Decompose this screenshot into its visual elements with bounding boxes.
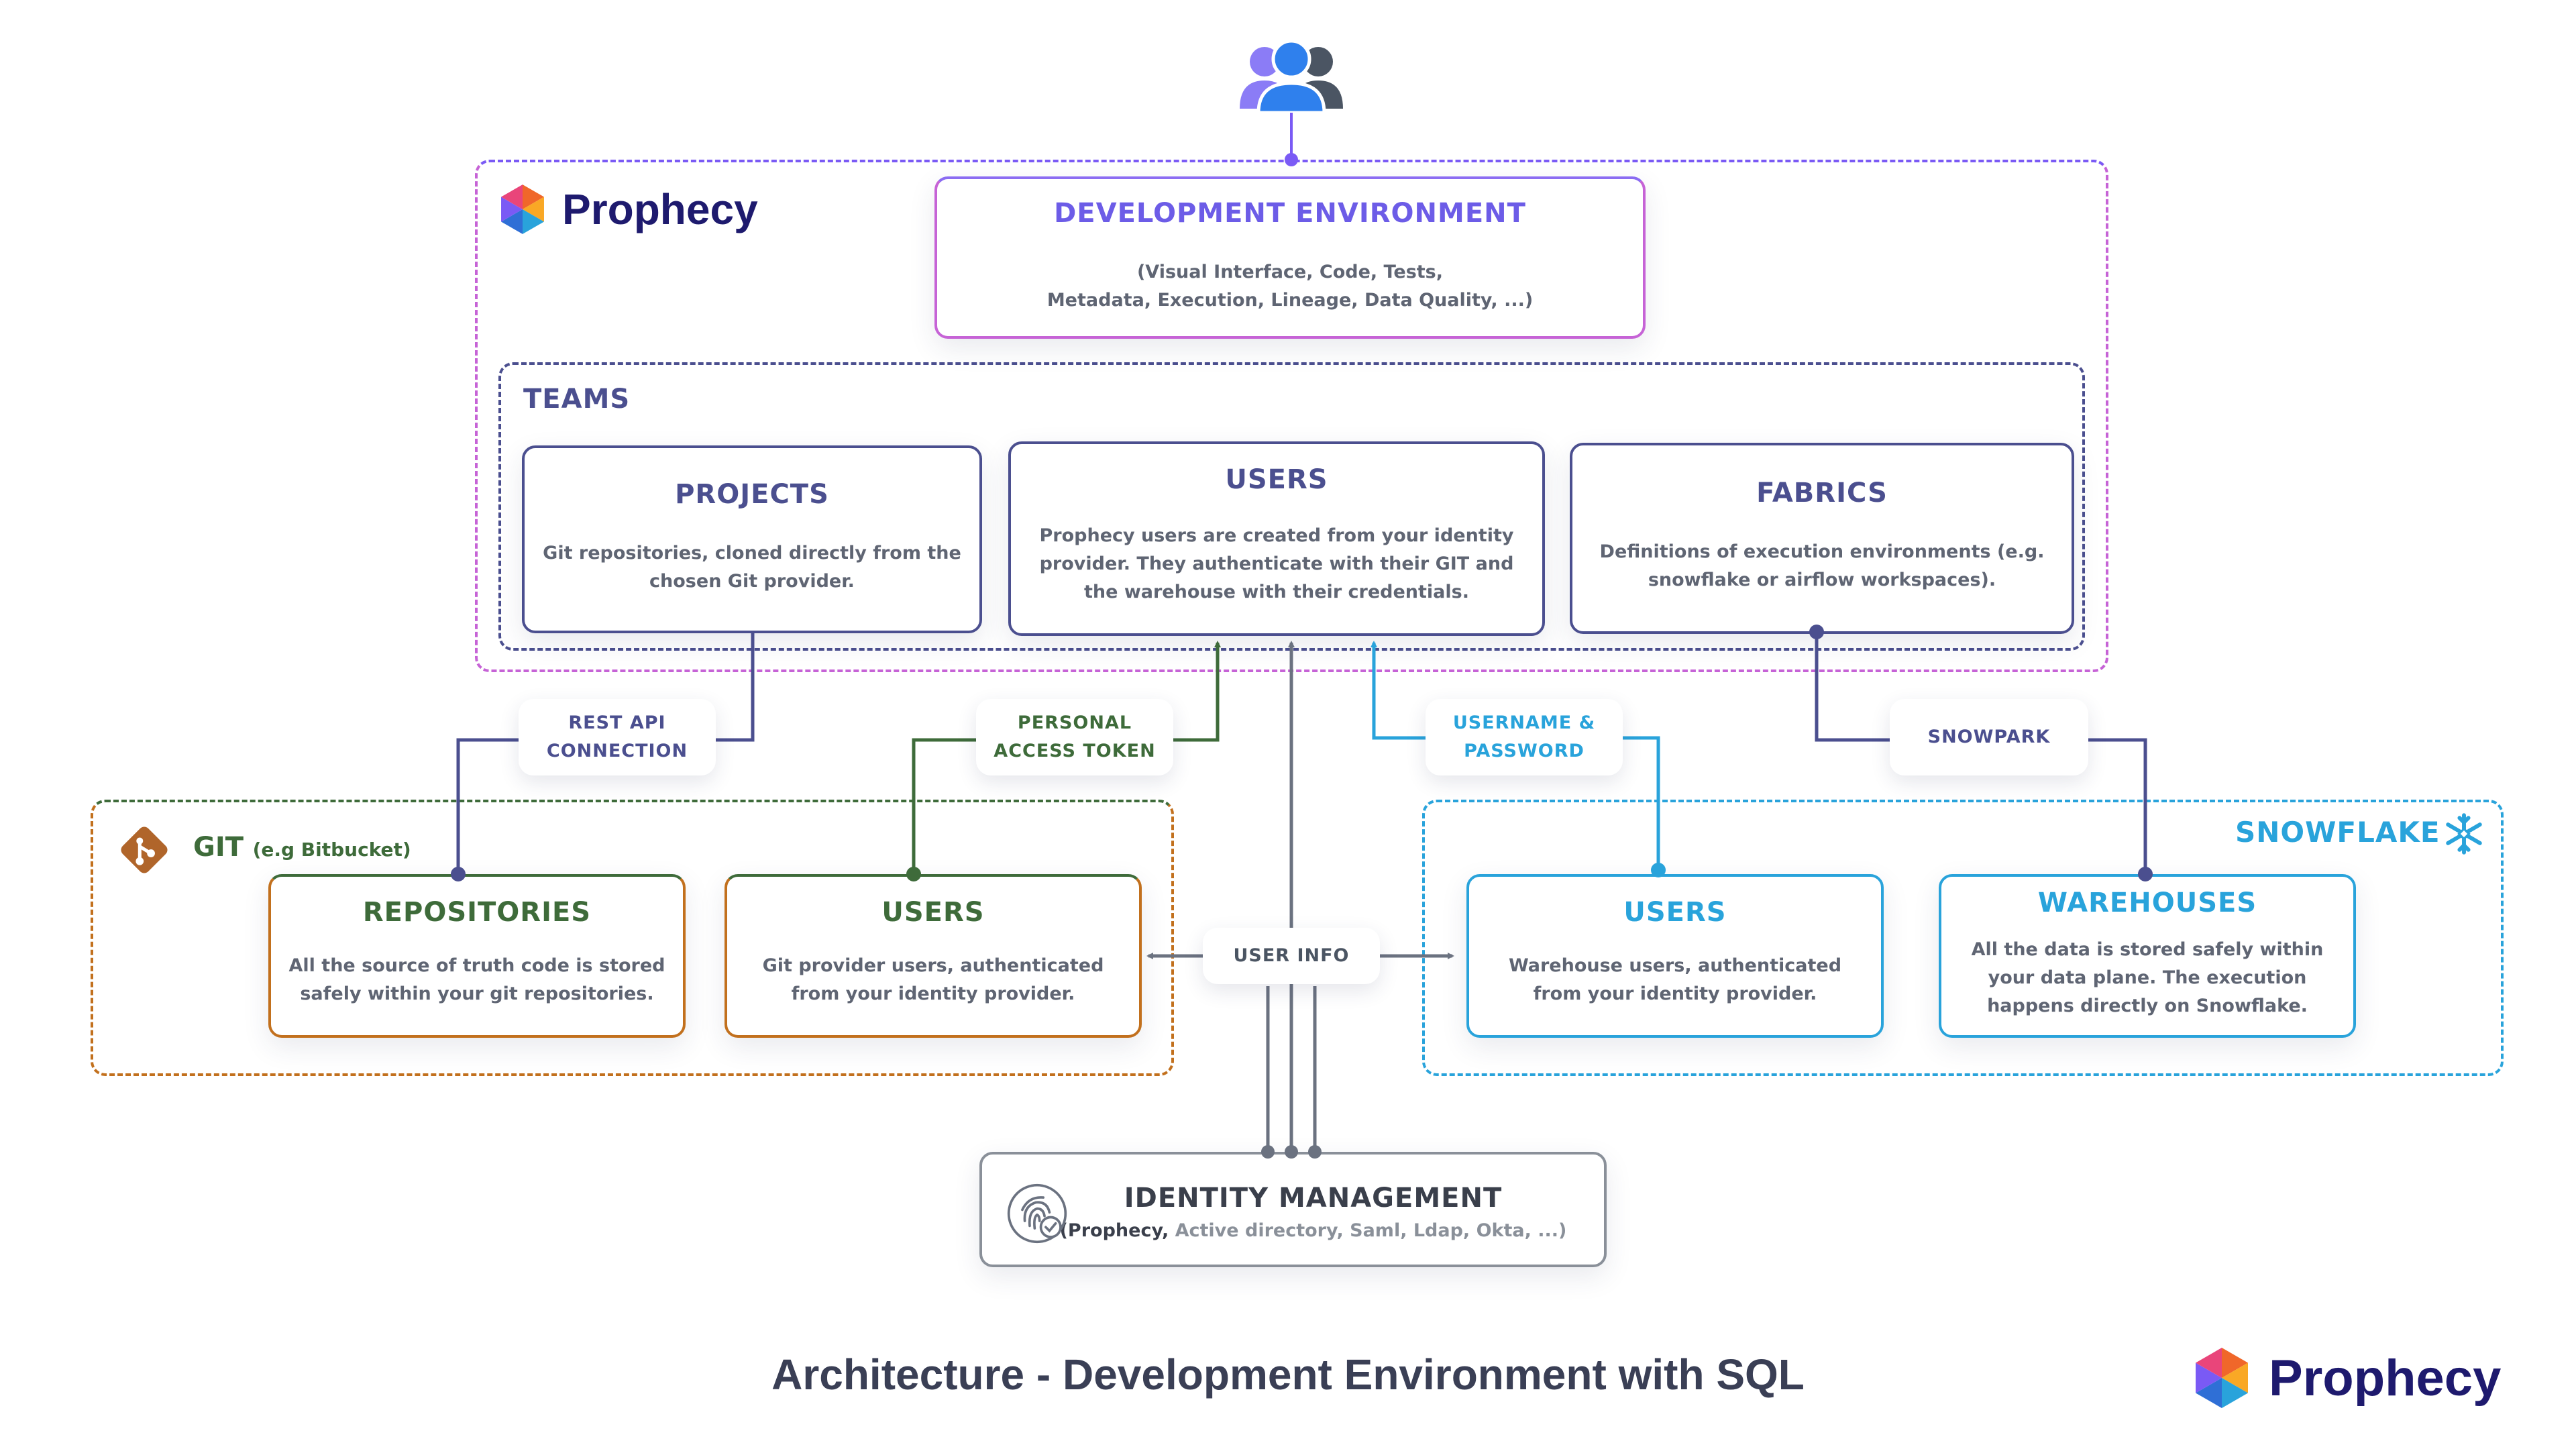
dev-env-desc-line1: (Visual Interface, Code, Tests, xyxy=(1136,262,1444,282)
personal-access-token-pill: PERSONAL ACCESS TOKEN xyxy=(976,699,1173,775)
fabrics-card: FABRICS Definitions of execution environ… xyxy=(1570,443,2074,634)
snowflake-logo-icon xyxy=(2446,813,2482,855)
username-password-pill: USERNAME & PASSWORD xyxy=(1426,699,1623,775)
wire-dot xyxy=(1308,1145,1322,1159)
rest-api-connection-pill: REST API CONNECTION xyxy=(519,699,716,775)
git-users-desc-line1: Git provider users, authenticated xyxy=(762,955,1104,976)
git-zone xyxy=(91,800,1174,1076)
teams-title: TEAMS xyxy=(523,384,631,415)
prophecy-users-desc-line3: the warehouse with their credentials. xyxy=(1083,582,1469,602)
prophecy-users-desc-line1: Prophecy users are created from your ide… xyxy=(1039,525,1514,546)
prophecy-users-title: USERS xyxy=(1225,464,1328,495)
wire-dot xyxy=(1285,1145,1298,1159)
identity-title: IDENTITY MANAGEMENT xyxy=(1124,1183,1503,1214)
pat-line2: ACCESS TOKEN xyxy=(994,741,1156,761)
wire-dot xyxy=(906,867,921,881)
projects-card: PROJECTS Git repositories, cloned direct… xyxy=(522,445,982,633)
dev-env-title: DEVELOPMENT ENVIRONMENT xyxy=(1054,198,1526,229)
prophecy-logo-icon xyxy=(501,184,544,234)
git-users-card: USERS Git provider users, authenticated … xyxy=(724,874,1142,1038)
repositories-desc-line1: All the source of truth code is stored xyxy=(288,955,665,976)
prophecy-users-card: USERS Prophecy users are created from yo… xyxy=(1008,441,1545,636)
projects-desc-line1: Git repositories, cloned directly from t… xyxy=(543,543,961,564)
development-environment-card: DEVELOPMENT ENVIRONMENT (Visual Interfac… xyxy=(934,176,1646,339)
snowflake-title: SNOWFLAKE xyxy=(2235,816,2440,849)
wire-dot xyxy=(451,867,466,881)
warehouses-title: WAREHOUSES xyxy=(2037,888,2257,918)
fabrics-desc-line1: Definitions of execution environments (e… xyxy=(1599,541,2045,562)
git-title: GIT (e.g Bitbucket) xyxy=(193,832,411,863)
fabrics-title: FABRICS xyxy=(1756,478,1888,508)
projects-desc-line2: chosen Git provider. xyxy=(649,571,855,592)
repositories-card: REPOSITORIES All the source of truth cod… xyxy=(268,874,686,1038)
userpass-line2: PASSWORD xyxy=(1464,741,1585,761)
rest-api-line2: CONNECTION xyxy=(546,741,688,761)
warehouses-desc-line2: your data plane. The execution xyxy=(1988,967,2307,988)
footer-brand-name: Prophecy xyxy=(2269,1349,2502,1407)
warehouses-desc-line1: All the data is stored safely within xyxy=(1971,939,2324,960)
snowflake-users-desc-line1: Warehouse users, authenticated xyxy=(1508,955,1842,976)
users-group-icon xyxy=(1240,39,1343,113)
user-info-pill: USER INFO xyxy=(1203,928,1380,984)
repositories-desc-line2: safely within your git repositories. xyxy=(300,983,654,1004)
userpass-line1: USERNAME & xyxy=(1452,712,1596,733)
snowflake-users-title: USERS xyxy=(1623,897,1727,928)
git-users-title: USERS xyxy=(881,897,985,928)
snowpark-pill: SNOWPARK xyxy=(1890,699,2088,775)
snowflake-users-desc-line2: from your identity provider. xyxy=(1533,983,1817,1004)
footer-caption: Architecture - Development Environment w… xyxy=(771,1350,1805,1399)
prophecy-brand: Prophecy xyxy=(495,181,758,237)
prophecy-logo-icon xyxy=(2196,1348,2248,1408)
git-users-desc-line2: from your identity provider. xyxy=(791,983,1075,1004)
prophecy-users-desc-line2: provider. They authenticate with their G… xyxy=(1039,553,1514,574)
warehouses-desc-line3: happens directly on Snowflake. xyxy=(1987,996,2308,1016)
user-info-label: USER INFO xyxy=(1233,945,1350,966)
repositories-title: REPOSITORIES xyxy=(362,897,592,928)
git-title-text: GIT xyxy=(193,832,244,863)
git-subtitle: (e.g Bitbucket) xyxy=(252,839,411,861)
wire-dot xyxy=(2138,867,2153,881)
warehouses-card: WAREHOUSES All the data is stored safely… xyxy=(1939,874,2356,1038)
git-logo-icon xyxy=(121,826,168,873)
wire-dot xyxy=(1261,1145,1275,1159)
identity-sub-rest: Active directory, Saml, Ldap, Okta, ...) xyxy=(1169,1220,1567,1241)
prophecy-brand-name: Prophecy xyxy=(562,185,758,233)
identity-subtitle: (Prophecy, Active directory, Saml, Ldap,… xyxy=(1022,1220,1604,1241)
rest-api-line1: REST API xyxy=(568,712,666,733)
snowflake-users-card: USERS Warehouse users, authenticated fro… xyxy=(1466,874,1884,1038)
snowflake-zone xyxy=(1422,800,2504,1076)
snowpark-label: SNOWPARK xyxy=(1927,727,2051,747)
pat-line1: PERSONAL xyxy=(1017,712,1132,733)
identity-management-card: IDENTITY MANAGEMENT (Prophecy, Active di… xyxy=(979,1152,1607,1267)
dev-env-desc-line2: Metadata, Execution, Lineage, Data Quali… xyxy=(1046,290,1534,311)
footer-brand: Prophecy xyxy=(2188,1344,2501,1411)
fabrics-desc-line2: snowflake or airflow workspaces). xyxy=(1648,570,1996,590)
wire-dot xyxy=(1809,625,1824,639)
identity-sub-prefix: (Prophecy, xyxy=(1059,1220,1169,1241)
wire-dot xyxy=(1285,153,1298,166)
fingerprint-icon xyxy=(1007,1183,1067,1244)
wire-dot xyxy=(1651,863,1666,877)
projects-title: PROJECTS xyxy=(675,479,829,510)
